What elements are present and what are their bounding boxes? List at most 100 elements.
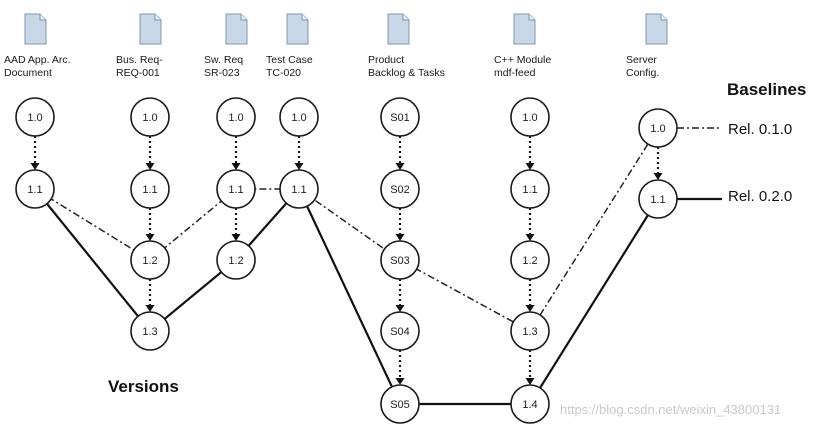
version-node-label: 1.2 bbox=[142, 255, 157, 267]
document-icon bbox=[286, 13, 309, 45]
baseline-rel-0-1-0-line bbox=[34, 127, 659, 332]
artifact-label-line: mdf-feed bbox=[494, 67, 536, 79]
version-node: S01 bbox=[380, 97, 420, 137]
version-node-label: 1.1 bbox=[291, 184, 306, 196]
artifact-label-line: REQ-001 bbox=[116, 67, 160, 79]
version-node-label: S01 bbox=[390, 112, 410, 124]
watermark: https://blog.csdn.net/weixin_43800131 bbox=[560, 402, 781, 417]
version-node-circle bbox=[510, 169, 550, 209]
version-node-label: 1.2 bbox=[522, 255, 537, 267]
version-node: 1.4 bbox=[510, 384, 550, 424]
arrowhead bbox=[525, 378, 535, 385]
version-node: 1.0 bbox=[216, 97, 256, 137]
arrowhead bbox=[653, 173, 663, 180]
version-node-label: 1.0 bbox=[228, 112, 243, 124]
version-node: 1.0 bbox=[130, 97, 170, 137]
document-icon bbox=[513, 13, 536, 45]
version-node: 1.2 bbox=[216, 240, 256, 280]
baselines-heading: Baselines bbox=[727, 80, 806, 99]
version-node-label: 1.3 bbox=[142, 326, 157, 338]
version-node: 1.2 bbox=[510, 240, 550, 280]
version-node: 1.0 bbox=[638, 108, 678, 148]
version-node-label: 1.1 bbox=[27, 184, 42, 196]
version-node-circle bbox=[130, 311, 170, 351]
version-node-label: 1.1 bbox=[228, 184, 243, 196]
version-node: S02 bbox=[380, 169, 420, 209]
version-node-circle bbox=[130, 240, 170, 280]
version-node: S04 bbox=[380, 311, 420, 351]
artifact-label-line: Product bbox=[368, 54, 404, 66]
version-node-circle bbox=[15, 97, 55, 137]
artifact-label-line: AAD App. Arc. bbox=[4, 54, 71, 66]
version-node-circle bbox=[15, 169, 55, 209]
nodes-layer: 1.0 1.1 1.0 1.1 1.2 1.3 1.0 1.1 1.2 1.0 1.1 S01S02S… bbox=[15, 97, 678, 424]
arrowhead bbox=[145, 305, 155, 312]
arrowhead bbox=[145, 234, 155, 241]
artifact-label-line: SR-023 bbox=[204, 67, 240, 79]
release-0-2-0-label: Rel. 0.2.0 bbox=[728, 188, 792, 205]
version-node-label: S04 bbox=[390, 326, 410, 338]
artifact-label-line: Server bbox=[626, 54, 657, 66]
version-node: 1.0 bbox=[279, 97, 319, 137]
version-node: 1.3 bbox=[510, 311, 550, 351]
version-node-label: S03 bbox=[390, 255, 410, 267]
artifact-label-line: C++ Module bbox=[494, 54, 551, 66]
version-node-circle bbox=[216, 169, 256, 209]
version-node: 1.1 bbox=[130, 169, 170, 209]
version-node: 1.3 bbox=[130, 311, 170, 351]
arrowhead bbox=[395, 234, 405, 241]
document-icon bbox=[139, 13, 162, 45]
artifact-label-line: Backlog & Tasks bbox=[368, 67, 445, 79]
artifact-label-line: Config. bbox=[626, 67, 659, 79]
version-node-circle bbox=[216, 97, 256, 137]
arrowhead bbox=[294, 163, 304, 170]
artifact-label-line: Document bbox=[4, 67, 52, 79]
version-node: S05 bbox=[380, 384, 420, 424]
version-node-circle bbox=[638, 108, 678, 148]
baseline-rel-0-2-0-line bbox=[34, 187, 659, 406]
version-node-label: 1.1 bbox=[522, 184, 537, 196]
arrowhead bbox=[30, 163, 40, 170]
version-node-circle bbox=[380, 169, 420, 209]
artifact-label-line: Bus. Req- bbox=[116, 54, 163, 66]
version-node-label: 1.0 bbox=[650, 123, 665, 135]
arrowhead bbox=[395, 305, 405, 312]
version-node-circle bbox=[638, 179, 678, 219]
version-node-label: 1.0 bbox=[291, 112, 306, 124]
version-node-label: S05 bbox=[390, 399, 410, 411]
version-node-label: S02 bbox=[390, 184, 410, 196]
version-node-circle bbox=[510, 97, 550, 137]
version-node-label: 1.1 bbox=[142, 184, 157, 196]
version-node-label: 1.0 bbox=[27, 112, 42, 124]
version-node-label: 1.3 bbox=[522, 326, 537, 338]
versions-heading: Versions bbox=[108, 377, 179, 396]
version-node-label: 1.1 bbox=[650, 194, 665, 206]
version-node-circle bbox=[380, 311, 420, 351]
version-node-label: 1.4 bbox=[522, 399, 537, 411]
version-node: 1.1 bbox=[510, 169, 550, 209]
arrowhead bbox=[395, 378, 405, 385]
arrowhead bbox=[395, 163, 405, 170]
arrowhead bbox=[525, 163, 535, 170]
version-node: 1.0 bbox=[510, 97, 550, 137]
version-node-circle bbox=[510, 311, 550, 351]
document-icon bbox=[645, 13, 668, 45]
arrowhead bbox=[525, 305, 535, 312]
document-icon bbox=[387, 13, 410, 45]
artifact-label-line: Test Case bbox=[266, 54, 313, 66]
document-icon bbox=[225, 13, 248, 45]
version-node-label: 1.2 bbox=[228, 255, 243, 267]
version-node: S03 bbox=[380, 240, 420, 280]
version-node: 1.1 bbox=[15, 169, 55, 209]
version-node-circle bbox=[380, 240, 420, 280]
release-0-1-0-label: Rel. 0.1.0 bbox=[728, 121, 792, 138]
version-node-circle bbox=[216, 240, 256, 280]
version-node-circle bbox=[130, 97, 170, 137]
version-node-circle bbox=[130, 169, 170, 209]
version-node-circle bbox=[380, 384, 420, 424]
version-node-circle bbox=[279, 97, 319, 137]
arrowhead bbox=[525, 234, 535, 241]
version-node: 1.1 bbox=[638, 179, 678, 219]
